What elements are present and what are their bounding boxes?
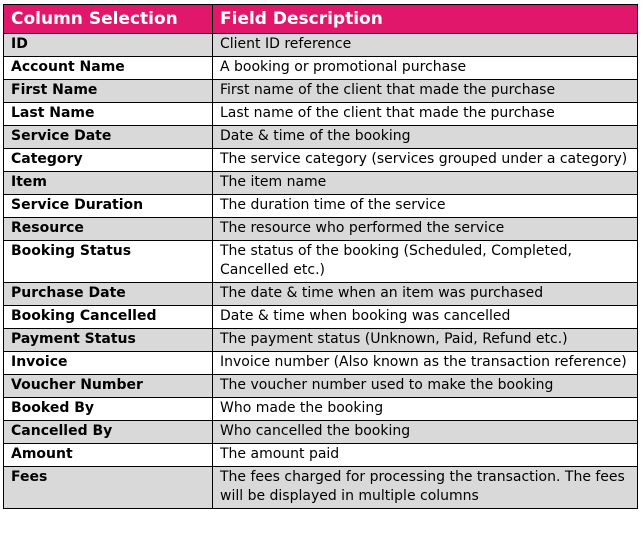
- field-name-cell: Service Duration: [3, 194, 213, 218]
- field-description-cell: The duration time of the service: [212, 194, 638, 218]
- field-description-cell: Who made the booking: [212, 397, 638, 421]
- table-row: Purchase Date The date & time when an it…: [3, 282, 638, 306]
- field-name-cell: Purchase Date: [3, 282, 213, 306]
- field-name-cell: ID: [3, 33, 213, 57]
- table-row: Last Name Last name of the client that m…: [3, 102, 638, 126]
- field-description-cell: The voucher number used to make the book…: [212, 374, 638, 398]
- field-name-cell: Cancelled By: [3, 420, 213, 444]
- table-row: Account Name A booking or promotional pu…: [3, 56, 638, 80]
- field-description-cell: Last name of the client that made the pu…: [212, 102, 638, 126]
- field-name-cell: Booking Status: [3, 240, 213, 283]
- field-description-cell: The payment status (Unknown, Paid, Refun…: [212, 328, 638, 352]
- field-description-cell: Date & time when booking was cancelled: [212, 305, 638, 329]
- field-name-cell: First Name: [3, 79, 213, 103]
- field-description-cell: Who cancelled the booking: [212, 420, 638, 444]
- field-name-cell: Invoice: [3, 351, 213, 375]
- field-name-cell: Voucher Number: [3, 374, 213, 398]
- table-row: Service Date Date & time of the booking: [3, 125, 638, 149]
- table-row: Fees The fees charged for processing the…: [3, 466, 638, 509]
- column-selection-header: Column Selection: [3, 4, 213, 34]
- field-description-cell: The service category (services grouped u…: [212, 148, 638, 172]
- table-row: Cancelled By Who cancelled the booking: [3, 420, 638, 444]
- field-description-cell: Client ID reference: [212, 33, 638, 57]
- field-description-cell: The amount paid: [212, 443, 638, 467]
- table-row: First Name First name of the client that…: [3, 79, 638, 103]
- table-row: Resource The resource who performed the …: [3, 217, 638, 241]
- field-name-cell: Booked By: [3, 397, 213, 421]
- table-row: Category The service category (services …: [3, 148, 638, 172]
- table-body: ID Client ID reference Account Name A bo…: [3, 33, 638, 509]
- table-row: Payment Status The payment status (Unkno…: [3, 328, 638, 352]
- table-row: ID Client ID reference: [3, 33, 638, 57]
- field-name-cell: Last Name: [3, 102, 213, 126]
- field-name-cell: Account Name: [3, 56, 213, 80]
- table-row: Booked By Who made the booking: [3, 397, 638, 421]
- table-row: Invoice Invoice number (Also known as th…: [3, 351, 638, 375]
- field-description-cell: A booking or promotional purchase: [212, 56, 638, 80]
- table-row: Voucher Number The voucher number used t…: [3, 374, 638, 398]
- field-name-cell: Amount: [3, 443, 213, 467]
- table-row: Item The item name: [3, 171, 638, 195]
- field-description-cell: The status of the booking (Scheduled, Co…: [212, 240, 638, 283]
- table-row: Amount The amount paid: [3, 443, 638, 467]
- table-row: Service Duration The duration time of th…: [3, 194, 638, 218]
- field-description-cell: First name of the client that made the p…: [212, 79, 638, 103]
- field-description-cell: Invoice number (Also known as the transa…: [212, 351, 638, 375]
- field-name-cell: Service Date: [3, 125, 213, 149]
- field-description-cell: The date & time when an item was purchas…: [212, 282, 638, 306]
- table-row: Booking Cancelled Date & time when booki…: [3, 305, 638, 329]
- field-name-cell: Category: [3, 148, 213, 172]
- field-table-container: Column Selection Field Description ID Cl…: [3, 4, 638, 509]
- field-name-cell: Fees: [3, 466, 213, 509]
- field-name-cell: Resource: [3, 217, 213, 241]
- field-description-table: Column Selection Field Description ID Cl…: [3, 4, 638, 509]
- field-description-cell: The item name: [212, 171, 638, 195]
- field-description-header: Field Description: [212, 4, 638, 34]
- field-name-cell: Booking Cancelled: [3, 305, 213, 329]
- table-row: Booking Status The status of the booking…: [3, 240, 638, 283]
- field-description-cell: The fees charged for processing the tran…: [212, 466, 638, 509]
- field-name-cell: Payment Status: [3, 328, 213, 352]
- field-description-cell: Date & time of the booking: [212, 125, 638, 149]
- field-description-cell: The resource who performed the service: [212, 217, 638, 241]
- table-header-row: Column Selection Field Description: [3, 4, 638, 34]
- field-name-cell: Item: [3, 171, 213, 195]
